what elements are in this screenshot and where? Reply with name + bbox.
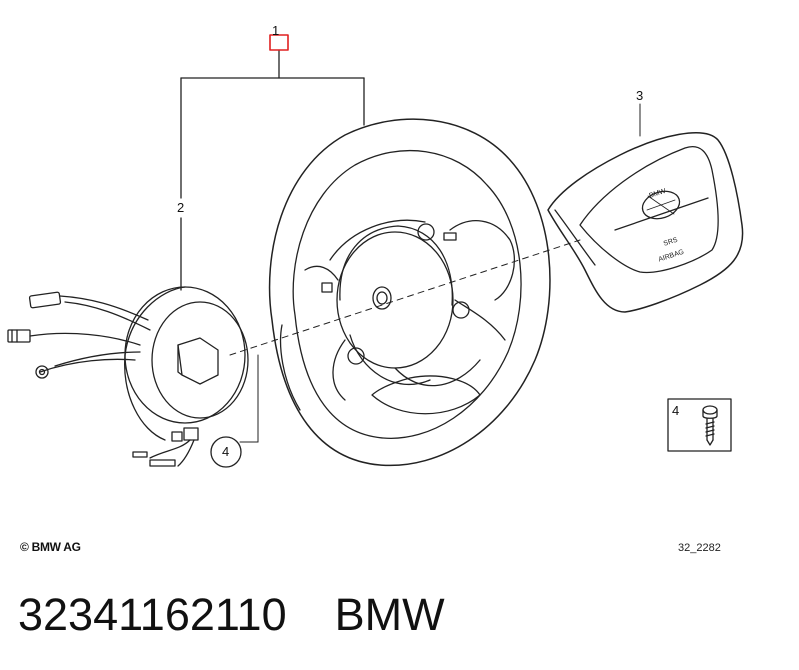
part-brand: BMW — [334, 589, 445, 640]
steering-wheel — [268, 118, 551, 467]
copyright: © BMW AG — [20, 540, 81, 554]
callout-4-circle-label: 4 — [222, 444, 230, 459]
callout-1-label: 1 — [272, 23, 280, 38]
callout-4-circle — [210, 436, 242, 468]
hub-nut — [372, 286, 392, 310]
callout-2-label: 2 — [177, 200, 185, 215]
assembly-axis — [229, 239, 581, 356]
clock-spring — [7, 286, 249, 467]
screw-icon — [702, 405, 718, 446]
parts-diagram: BMW SRS AIRBAG — [7, 34, 744, 468]
part-number: 32341162110 — [18, 589, 287, 640]
airbag-module — [547, 103, 744, 313]
airbag-logo-text: BMW — [648, 188, 667, 200]
airbag-srs-text: SRS — [663, 237, 679, 248]
inset-box-4 — [667, 398, 732, 452]
figure-number: 32_2282 — [678, 542, 721, 554]
callout-3-label: 3 — [636, 88, 644, 103]
callout-1-bracket — [180, 49, 365, 291]
callout-4-box-label: 4 — [672, 403, 680, 418]
highlight-box — [269, 34, 289, 51]
airbag-airbag-text: AIRBAG — [658, 249, 685, 264]
part-caption: 32341162110 BMW — [18, 585, 445, 645]
